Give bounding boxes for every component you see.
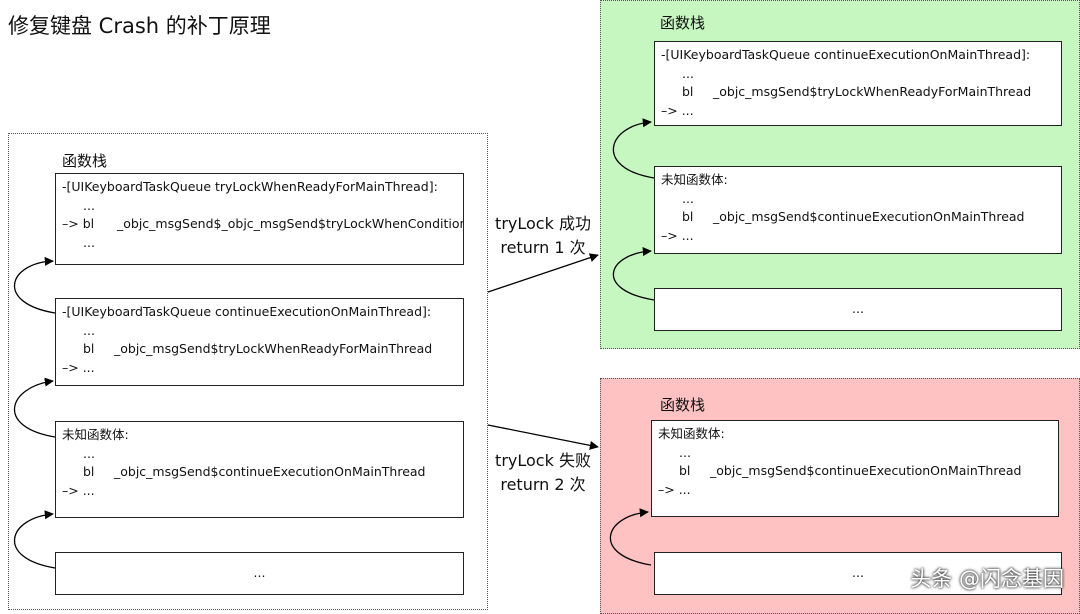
stack-frame-continue-execution: -[UIKeyboardTaskQueue continueExecutionO… [654, 41, 1062, 126]
stack-frame-unknown-function: 未知函数体: ... bl _objc_msgSend$continueExecu… [654, 166, 1062, 254]
return-arrow [609, 508, 652, 566]
return-arrow [13, 256, 56, 314]
stack-frame-ellipsis: ... [654, 552, 1062, 595]
left-stack-label: 函数栈 [62, 152, 108, 170]
failure-transition-arrow [487, 424, 599, 450]
left-stack-region [8, 133, 488, 610]
frame-line: ... [83, 197, 95, 213]
frame-branch-prefix: –> bl [62, 216, 95, 231]
success-transition-arrow [487, 253, 599, 293]
stack-frame-ellipsis: ... [654, 288, 1062, 331]
frame-header: -[UIKeyboardTaskQueue continueExecutionO… [62, 304, 432, 319]
frame-branch-prefix: bl [682, 209, 694, 224]
frame-line: ... [83, 445, 95, 461]
return-arrow [612, 247, 655, 301]
stack-frame-unknown-function: 未知函数体: ... bl _objc_msgSend$continueExecu… [55, 421, 464, 518]
frame-branch-target: _objc_msgSend$continueExecutionOnMainThr… [114, 464, 426, 479]
stack-frame-ellipsis: ... [55, 552, 464, 595]
failure-arrow-label-line1: tryLock 失败 [495, 451, 591, 470]
page-title: 修复键盘 Crash 的补丁原理 [8, 14, 271, 38]
frame-line: –> ... [661, 227, 694, 243]
frame-line: –> ... [661, 102, 694, 118]
return-arrow [13, 510, 56, 569]
frame-line: ... [83, 322, 95, 338]
success-arrow-label-line2: return 1 次 [500, 238, 586, 257]
frame-header: 未知函数体: [658, 426, 725, 441]
frame-branch-target: _objc_msgSend$tryLockWhenReadyForMainThr… [713, 84, 1032, 99]
frame-branch-target: _objc_msgSend$continueExecutionOnMainThr… [713, 209, 1025, 224]
failure-arrow-label: tryLock 失败 return 2 次 [488, 449, 598, 497]
stack-frame-unknown-function: 未知函数体: ... bl _objc_msgSend$continueExecu… [651, 420, 1059, 517]
frame-branch-prefix: bl [83, 341, 95, 356]
stack-frame-continue-execution: -[UIKeyboardTaskQueue continueExecutionO… [55, 298, 464, 386]
frame-line: ... [682, 190, 694, 206]
success-stack-label: 函数栈 [660, 14, 706, 32]
frame-line: ... [679, 444, 691, 460]
failure-stack-label: 函数栈 [660, 396, 706, 414]
frame-line: ... [682, 65, 694, 81]
frame-line: –> ... [62, 482, 95, 498]
watermark: 头条 @闪念基因 [910, 567, 1064, 591]
success-arrow-label: tryLock 成功 return 1 次 [488, 212, 598, 260]
frame-branch-prefix: bl [682, 84, 694, 99]
frame-branch-prefix: bl [679, 463, 691, 478]
frame-branch-target: _objc_msgSend$continueExecutionOnMainThr… [710, 463, 1022, 478]
success-arrow-label-line1: tryLock 成功 [495, 214, 591, 233]
frame-header: 未知函数体: [661, 172, 728, 187]
frame-line: –> ... [62, 359, 95, 375]
frame-line: –> ... [658, 481, 691, 497]
stack-frame-trylock: -[UIKeyboardTaskQueue tryLockWhenReadyFo… [55, 173, 464, 265]
frame-header: -[UIKeyboardTaskQueue continueExecutionO… [661, 47, 1031, 62]
frame-line: ... [83, 234, 95, 250]
frame-branch-target: _objc_msgSend$tryLockWhenReadyForMainThr… [114, 341, 433, 356]
return-arrow [13, 377, 56, 438]
frame-branch-prefix: bl [83, 464, 95, 479]
return-arrow [612, 118, 655, 179]
failure-arrow-label-line2: return 2 次 [500, 475, 586, 494]
frame-branch-target: _objc_msgSend$_objc_msgSend$tryLockWhenC… [117, 216, 464, 231]
frame-header: -[UIKeyboardTaskQueue tryLockWhenReadyFo… [62, 179, 438, 194]
frame-header: 未知函数体: [62, 427, 129, 442]
